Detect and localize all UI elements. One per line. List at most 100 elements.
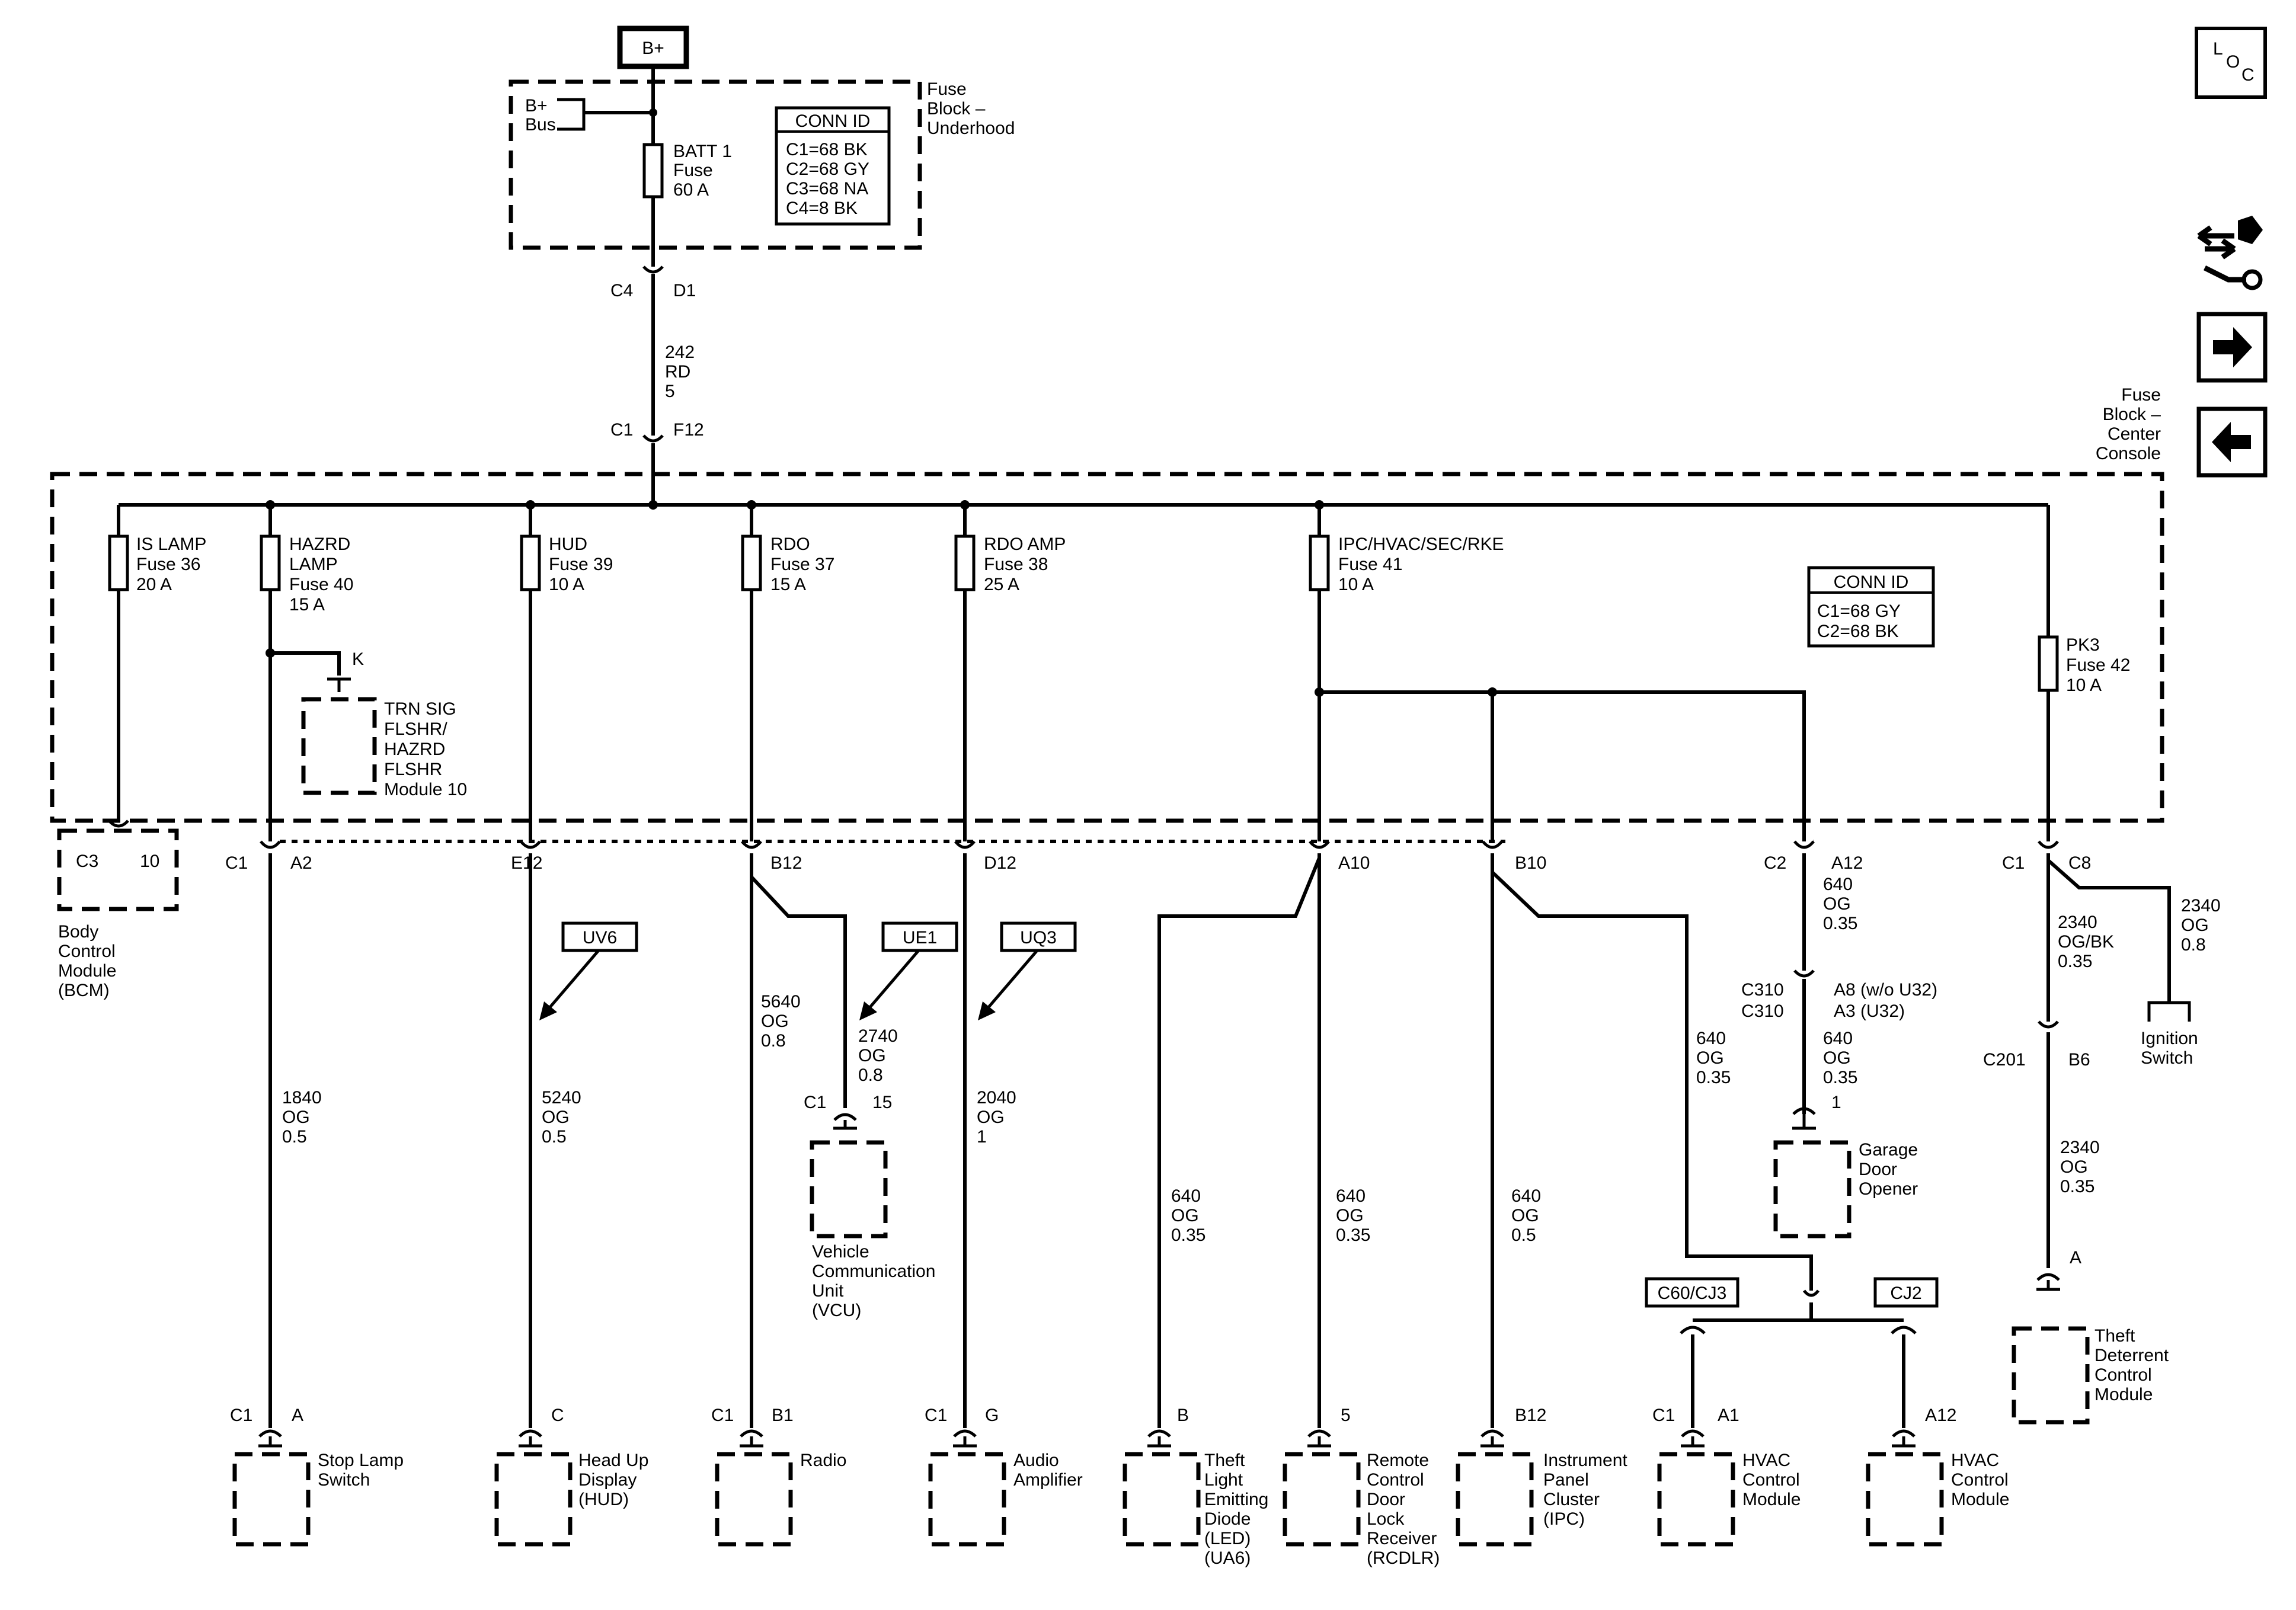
theft-deterrent-module: A Theft Deterrent Control Module (2012, 1248, 2169, 1425)
fuse-rdoamp-label-3: 25 A (984, 575, 1019, 594)
underhood-title-3: Underhood (927, 119, 1015, 138)
garage-label-2: Door (1859, 1160, 1897, 1179)
ipc-label-2: Panel (1543, 1470, 1589, 1490)
fuse-hud-label-3: 10 A (549, 575, 584, 594)
wire-1840-circuit: 1840 (282, 1088, 322, 1108)
hvac1-label-3: Module (1742, 1490, 1801, 1509)
conn-b12-label: B12 (770, 853, 802, 873)
head-up-display: C Head Up Display (HUD) (494, 1406, 648, 1547)
fuse-islamp: IS LAMP Fuse 36 20 A (108, 505, 206, 821)
fuse-ipc-label-2: Fuse 41 (1338, 555, 1402, 574)
center-console-fuse-block: Fuse Block – Center Console CONN ID C1=6… (50, 385, 2164, 823)
wire-2740-circuit: 2740 (858, 1026, 898, 1046)
fuse-islamp-label-2: Fuse 36 (136, 555, 200, 574)
previous-page-button[interactable] (2196, 406, 2268, 478)
bcm-label-2: Control (58, 942, 116, 961)
vcu-module: C1 15 Vehicle Communication Unit (VCU) (804, 1093, 935, 1320)
conn-a12-label: A12 (1831, 853, 1863, 873)
garage-pin: 1 (1831, 1093, 1841, 1112)
hvac-control-module-2: A12 HVAC Control Module (1866, 1406, 2009, 1547)
rcdlr-label-6: (RCDLR) (1367, 1548, 1440, 1568)
bcm-conn: C3 (76, 852, 98, 871)
radio-label-1: Radio (800, 1451, 846, 1470)
hvac2-label-3: Module (1951, 1490, 2009, 1509)
fuse-hud-label-1: HUD (549, 534, 587, 554)
theft-led: B Theft Light Emitting Diode (LED) (UA6) (1123, 1406, 1268, 1568)
amp-label-2: Amplifier (1013, 1470, 1083, 1490)
underhood-conn-id-table: CONN ID C1=68 BK C2=68 GY C3=68 NA C4=8 … (775, 106, 891, 226)
fuse-rdoamp-label-2: Fuse 38 (984, 555, 1048, 574)
wire-640a-color: OG (1171, 1206, 1199, 1225)
trn-sig-label-3: HAZRD (384, 740, 445, 759)
next-page-button[interactable] (2196, 312, 2268, 383)
wire-2040-circuit: 2040 (977, 1088, 1016, 1108)
wire-640b-color: OG (1336, 1206, 1364, 1225)
console-conn-title: CONN ID (1834, 572, 1909, 592)
splice-left-label: C60/CJ3 (1658, 1283, 1727, 1303)
underhood-fuse-block: Fuse Block – Underhood B+ Bus BATT 1 Fus… (509, 79, 1015, 250)
vcu-pin: 15 (872, 1093, 892, 1112)
bplus-bus-label-1: B+ (525, 96, 548, 116)
underhood-out-conn: C4 (610, 281, 633, 300)
console-title-1: Fuse (2121, 385, 2161, 405)
wire-640a-size: 0.35 (1171, 1225, 1205, 1245)
fuse-rdoamp-label-1: RDO AMP (984, 534, 1066, 554)
underhood-out-pin: D1 (673, 281, 696, 300)
conn-a10-label: A10 (1338, 853, 1370, 873)
batt1-fuse-label-1: BATT 1 (673, 142, 732, 161)
loc-button[interactable]: L O C (2195, 27, 2267, 99)
bcm-module: C3 10 Body Control Module (BCM) (57, 820, 179, 1000)
fuse-rdoamp: RDO AMP Fuse 38 25 A (954, 505, 1066, 841)
audio-amplifier: C1 G Audio Amplifier (925, 1406, 1083, 1547)
wire-640c-circuit: 640 (1511, 1186, 1541, 1206)
wire-640b-size: 0.35 (1336, 1225, 1370, 1245)
fuse-islamp-label-3: 20 A (136, 575, 172, 594)
wire-2340a-size: 0.35 (2058, 952, 2092, 971)
wire-1840-color: OG (282, 1108, 310, 1127)
fuse-pk3: PK3 Fuse 42 10 A (2038, 505, 2130, 841)
underhood-conn-title: CONN ID (795, 111, 871, 131)
stoplamp-conn: C1 (230, 1406, 252, 1425)
fuse-ipc: IPC/HVAC/SEC/RKE Fuse 41 10 A (1309, 505, 1806, 841)
wire-640e-color: OG (1823, 894, 1851, 914)
fuse-rdo: RDO Fuse 37 15 A (741, 505, 834, 841)
wire-2040-size: 1 (977, 1127, 987, 1147)
rcdlr-module: 5 Remote Control Door Lock Receiver (RCD… (1283, 1406, 1440, 1568)
underhood-conn-c4: C4=8 BK (786, 199, 858, 218)
wire-5640-circuit: 5640 (761, 992, 801, 1012)
rcdlr-label-1: Remote (1367, 1451, 1429, 1470)
vcu-label-1: Vehicle (812, 1242, 869, 1262)
underhood-conn-c2: C2=68 GY (786, 159, 869, 179)
rcdlr-label-3: Door (1367, 1490, 1405, 1509)
left-arrow-icon (2212, 422, 2251, 462)
fuse-hazrd-label-4: 15 A (289, 595, 325, 614)
trn-sig-module: K TRN SIG FLSHR/ HAZRD FLSHR Module 10 (301, 649, 467, 799)
wire-2340a-color: OG/BK (2058, 932, 2114, 952)
garage-door-opener: 1 Garage Door Opener (1773, 1093, 1918, 1238)
conn-c8-label: C8 (2068, 853, 2091, 873)
loc-letter-c: C (2241, 65, 2255, 85)
ipc-label-4: (IPC) (1543, 1509, 1585, 1529)
battery-source: B+ (617, 25, 689, 69)
tdcm-label-4: Module (2094, 1385, 2153, 1404)
theft-label-4: Diode (1204, 1509, 1251, 1529)
feed-wire-size: 5 (665, 382, 675, 401)
connector-repair-icon[interactable] (2197, 216, 2263, 290)
theft-label-3: Emitting (1204, 1490, 1268, 1509)
wire-640e-size: 0.35 (1823, 914, 1857, 933)
underhood-conn-c1: C1=68 BK (786, 140, 868, 159)
loc-letter-o: O (2226, 52, 2240, 72)
fuse-hud-label-2: Fuse 39 (549, 555, 613, 574)
ignition-label-1: Ignition (2141, 1029, 2198, 1048)
garage-a8: A8 (w/o U32) (1834, 980, 1937, 1000)
conn-c1-label: C1 (225, 853, 248, 873)
hvac-control-module-1: C1 A1 HVAC Control Module (1652, 1406, 1801, 1547)
conn-a2-label: A2 (290, 853, 312, 873)
bcm-label-4: (BCM) (58, 981, 110, 1000)
hud-label-2: Display (578, 1470, 637, 1490)
option-uv6: UV6 (539, 921, 638, 1020)
c201-pin: B6 (2068, 1050, 2090, 1070)
theft-label-5: (LED) (1204, 1529, 1251, 1548)
garage-label-1: Garage (1859, 1140, 1918, 1160)
wire-640f-circuit: 640 (1823, 1029, 1853, 1048)
